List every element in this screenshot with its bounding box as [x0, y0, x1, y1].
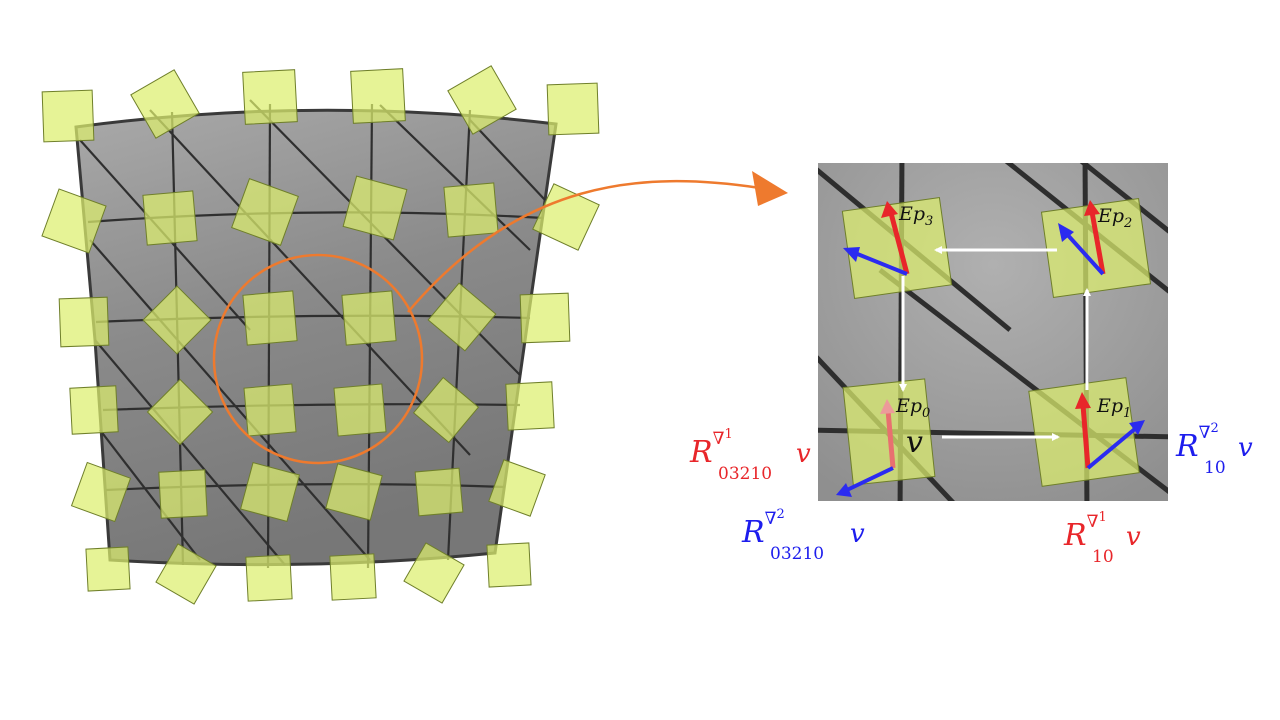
tangent-frame: [231, 178, 299, 246]
tangent-frame: [505, 381, 555, 431]
inset-panel: Ep3 Ep2 Ep0 Ep1 v: [818, 163, 1168, 501]
mesh-edge: [89, 239, 371, 561]
tangent-frame: [414, 467, 464, 517]
label-ep3: Ep3: [898, 203, 933, 229]
inset-frames: [841, 197, 1152, 487]
tangent-frame: [447, 65, 517, 135]
tangent-frame: [412, 376, 480, 444]
tangent-frame: [329, 553, 377, 601]
mesh-edge: [99, 429, 201, 561]
zoom-arrow: [407, 171, 788, 313]
tangent-frame: [146, 378, 214, 446]
label-ep0: Ep0: [895, 395, 930, 421]
vectors-p0: [836, 399, 896, 497]
mesh-edge: [149, 109, 471, 456]
tangent-frame: [130, 69, 200, 139]
mesh-frames: [41, 65, 600, 605]
mesh-surface: [74, 99, 558, 569]
tangent-frame: [519, 292, 571, 344]
tangent-frame: [69, 385, 119, 435]
tangent-frame: [342, 175, 408, 241]
label-ep1: Ep1: [1096, 395, 1131, 421]
vectors-p2: [1058, 200, 1106, 276]
tangent-frame: [158, 469, 208, 519]
highlight-circle: [212, 253, 424, 465]
tangent-frame: [70, 461, 132, 523]
tangent-frame: [341, 290, 397, 346]
tangent-frame: [155, 543, 217, 605]
frame-vectors: [836, 200, 1145, 497]
label-ep2: Ep2: [1097, 205, 1132, 231]
tangent-frame: [245, 554, 293, 602]
tangent-frame: [41, 188, 107, 254]
tangent-frame: [333, 383, 387, 437]
tangent-frame: [58, 296, 110, 348]
tangent-frame: [41, 89, 95, 143]
tangent-frame: [443, 182, 499, 238]
mesh-edge: [94, 339, 286, 566]
tangent-frame: [488, 459, 546, 517]
tangent-frame: [350, 68, 406, 124]
label-v: v: [906, 425, 923, 460]
tangent-frame: [142, 190, 198, 246]
tangent-frame: [239, 461, 301, 523]
tangent-frame: [403, 542, 465, 604]
tangent-frame: [486, 542, 532, 588]
tangent-frame: [242, 290, 298, 346]
vectors-p1: [1075, 392, 1145, 470]
tangent-frame: [142, 285, 212, 355]
transport-loop: [899, 246, 1091, 441]
tangent-frame: [427, 282, 497, 352]
tangent-frame: [242, 69, 298, 125]
tangent-frame: [325, 463, 383, 521]
mesh-edge: [469, 119, 546, 201]
tangent-frame: [85, 546, 131, 592]
tangent-frame: [243, 383, 297, 437]
tangent-frame: [546, 82, 600, 136]
vectors-p3: [843, 201, 910, 276]
